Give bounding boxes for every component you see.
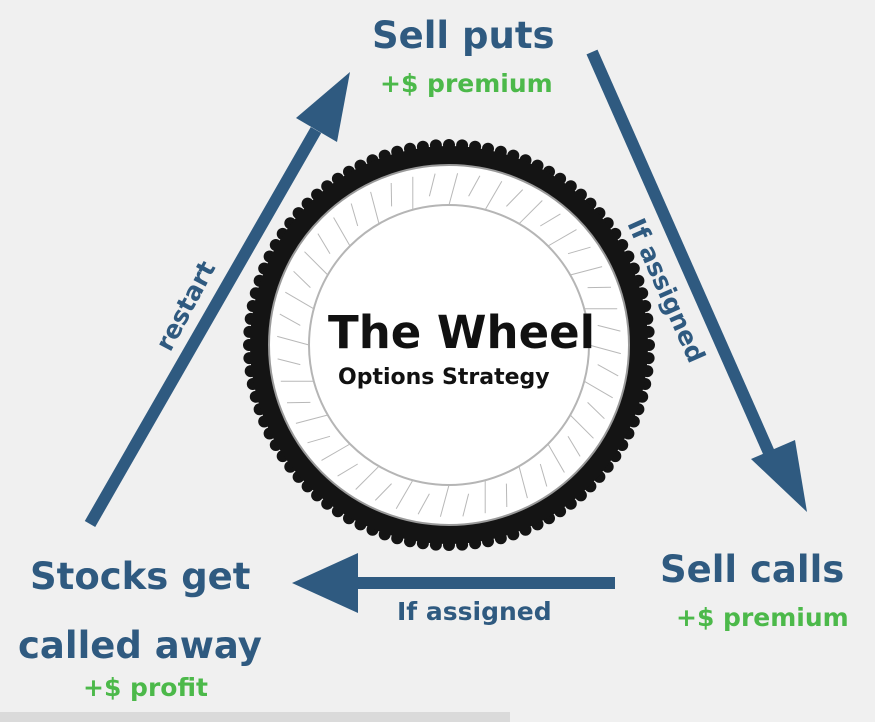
rim-outer: [268, 164, 630, 526]
spoke-line: [295, 414, 328, 424]
arrow-restart-head: [296, 72, 350, 142]
spoke-line: [285, 291, 315, 310]
spoke-line: [597, 364, 619, 377]
spoke-line: [547, 443, 565, 473]
spoke-line: [417, 493, 430, 515]
spoke-line: [567, 246, 591, 255]
spoke-line: [588, 344, 621, 355]
spoke-line: [395, 479, 414, 509]
spoke-line: [569, 414, 594, 439]
spoke-line: [277, 335, 310, 346]
bottom-edge-strip: [0, 712, 510, 722]
spoke-line: [539, 463, 548, 487]
spoke-line: [597, 324, 621, 332]
node-sell-puts-label: Sell puts: [372, 14, 555, 57]
spoke-line: [333, 217, 351, 247]
spoke-line: [462, 493, 470, 517]
spoke-line: [468, 175, 481, 197]
spoke-line: [307, 435, 331, 444]
node-called-away-gain: +$ profit: [83, 673, 208, 702]
center-title: The Wheel: [328, 306, 596, 359]
node-sell-calls-label: Sell calls: [660, 548, 845, 591]
node-sell-calls-gain: +$ premium: [676, 603, 849, 632]
node-called-away-label-line2: called away: [18, 624, 262, 667]
arrow-calls-to-called-away-head: [292, 553, 358, 613]
spoke-line: [428, 173, 436, 197]
center-subtitle: Options Strategy: [338, 365, 550, 390]
spoke-line: [547, 229, 577, 247]
spoke-line: [321, 443, 351, 461]
spoke-line: [448, 173, 459, 206]
spoke-line: [567, 436, 581, 457]
spoke-line: [304, 251, 329, 276]
spoke-line: [518, 200, 543, 225]
spoke-line: [439, 484, 450, 517]
spoke-line: [317, 233, 331, 254]
spoke-line: [350, 203, 359, 227]
edge-label-calls-to-called-away: If assigned: [397, 597, 552, 626]
spoke-line: [484, 181, 503, 211]
arrow-restart-shaft: [84, 127, 322, 527]
spoke-line: [374, 483, 392, 501]
spoke-line: [570, 266, 603, 276]
spoke-line: [587, 402, 605, 420]
spoke-line: [293, 270, 311, 288]
wheel-spokes: [277, 173, 621, 517]
spoke-line: [583, 380, 613, 399]
arrow-puts-to-calls-shaft: [586, 49, 776, 458]
spoke-line: [518, 466, 528, 499]
spoke-line: [355, 465, 380, 490]
spoke-line: [337, 463, 358, 477]
spoke-line: [540, 213, 561, 227]
arrow-puts-to-calls-head: [751, 440, 807, 512]
node-sell-puts-gain: +$ premium: [380, 69, 553, 98]
spoke-line: [277, 358, 301, 366]
spoke-line: [279, 313, 301, 326]
spoke-line: [506, 189, 524, 207]
spoke-line: [370, 191, 380, 224]
node-called-away-label-line1: Stocks get: [30, 555, 251, 598]
